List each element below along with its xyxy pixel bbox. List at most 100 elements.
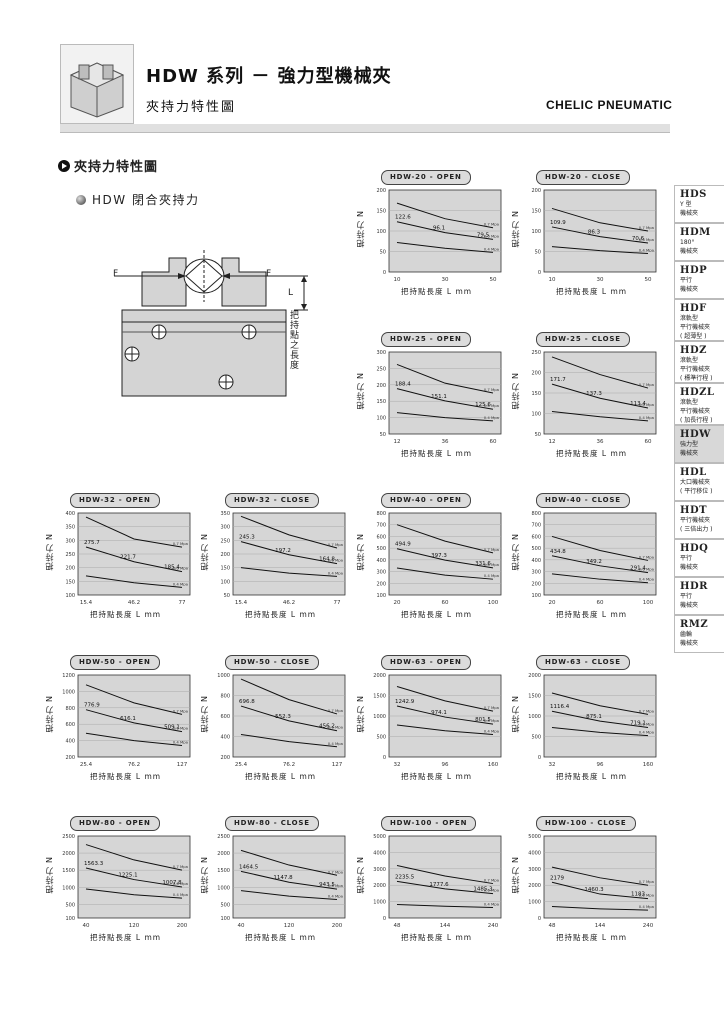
y-tick-label: 100 [376,593,386,599]
data-label: 171.7 [550,377,566,383]
y-tick-label: 2000 [528,883,541,889]
page-subtitle: 夾持力特性圖 [146,100,237,115]
x-tick-label: 60 [645,439,652,445]
series-line [551,881,649,900]
series-line [85,546,183,573]
x-axis-label: 把持點長度 L mm [401,610,473,619]
y-tick-label: 800 [65,706,75,712]
y-tick-label: 800 [531,511,541,517]
x-tick-label: 160 [488,762,499,768]
series-line [551,383,649,409]
y-tick-label: 250 [376,366,386,372]
series-line [396,548,494,569]
y-tick-label: 600 [220,714,230,720]
y-tick-label: 100 [65,916,75,922]
length-label: L [288,288,294,298]
sidebar-item-desc: 平行 機械夾 [680,593,699,609]
y-tick-label: 150 [376,399,386,405]
series-line [551,410,649,422]
series-line [396,241,494,253]
x-tick-label: 30 [597,277,604,283]
pressure-label: 0.4 Mpa [639,248,654,253]
series-line [396,567,494,580]
y-tick-label: 0 [538,755,541,761]
x-tick-label: 127 [177,762,188,768]
data-label: 109.9 [550,220,566,226]
y-tick-label: 1000 [528,900,541,906]
chart-title: HDW-50 - OPEN [70,655,160,670]
data-label: 151.1 [431,394,447,400]
data-label: 719.1 [630,721,646,727]
pressure-label: 0.4 Mpa [173,892,188,897]
x-tick-label: 100 [488,600,499,606]
pressure-label: 0.4 Mpa [639,577,654,582]
data-label: 1183 [631,892,645,898]
pressure-label: 0.7 Mpa [484,222,499,227]
data-label: 456.2 [319,724,335,730]
pressure-label: 0.7 Mpa [484,387,499,392]
y-tick-label: 0 [383,270,386,276]
x-tick-label: 12 [394,439,401,445]
pressure-label: 0.4 Mpa [639,415,654,420]
pressure-label: 0.6 Mpa [639,567,654,572]
series-line [240,705,338,732]
y-axis-label: 把持力 N [200,856,209,894]
y-tick-label: 1500 [373,694,386,700]
data-label: 291.4 [630,566,646,572]
y-tick-label: 200 [65,755,75,761]
y-tick-label: 400 [65,739,75,745]
y-tick-label: 200 [220,755,230,761]
series-line [85,575,183,588]
sidebar-item-desc: 強力型 機械夾 [680,441,699,457]
series-line [551,573,649,584]
y-tick-label: 50 [380,250,386,256]
series-line [551,726,649,737]
y-tick-label: 100 [220,916,230,922]
data-label: 552.3 [275,714,291,720]
y-tick-label: 600 [65,722,75,728]
series-line [240,733,338,748]
x-tick-label: 240 [643,923,654,929]
force-label-right: F [266,269,272,279]
series-line [240,541,338,565]
chart-title: HDW-25 - OPEN [381,332,471,347]
y-axis-label: 把持力 N [45,695,54,733]
y-tick-label: 150 [65,579,75,585]
y-tick-label: 50 [380,432,386,438]
series-line [396,524,494,554]
data-label: 79.5 [477,232,490,238]
x-axis-label: 把持點長度 L mm [556,933,628,942]
y-tick-label: 350 [65,525,75,531]
series-line [396,412,494,422]
y-tick-label: 300 [376,350,386,356]
x-tick-label: 12 [549,439,556,445]
y-tick-label: 4000 [528,850,541,856]
x-axis-label: 把持點長度 L mm [401,933,473,942]
y-tick-label: 5000 [373,834,386,840]
y-axis-label: 把持力 N [511,372,520,410]
x-tick-label: 200 [332,923,343,929]
x-tick-label: 50 [645,277,652,283]
y-tick-label: 0 [538,916,541,922]
